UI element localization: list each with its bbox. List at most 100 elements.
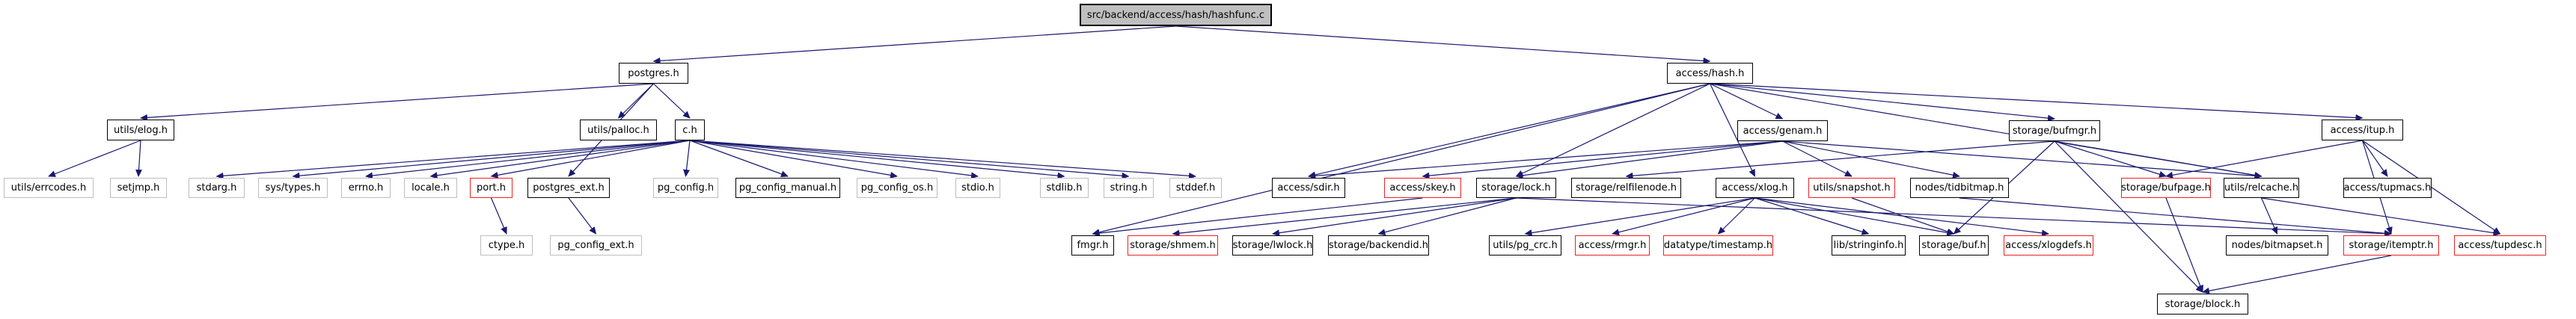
edge-c_h-errno_h: [365, 140, 691, 179]
edge-postgres_h-utils_elog_h: [140, 83, 654, 121]
edge-postgres_h-c_h: [653, 83, 691, 119]
node-nodes_bitmapset_h[interactable]: nodes/bitmapset.h: [2226, 235, 2328, 255]
edge-utils_elog_h-setjmp_h: [135, 140, 143, 177]
node-sys_types_h: sys/types.h: [258, 178, 328, 198]
node-lib_stringinfo_h[interactable]: lib/stringinfo.h: [1832, 235, 1906, 255]
node-storage_block_h[interactable]: storage/block.h: [2157, 294, 2248, 315]
node-access_rmgr_h[interactable]: access/rmgr.h: [1575, 235, 1650, 255]
edge-c_h-stdarg_h: [215, 140, 691, 179]
node-ctype_h: ctype.h: [480, 235, 533, 255]
edge-c_h-port_h: [490, 140, 691, 179]
edge-access_itup_h-storage_bufpage_h: [2165, 140, 2363, 179]
node-setjmp_h: setjmp.h: [110, 178, 167, 198]
edge-storage_lock_h-storage_lwlock_h: [1272, 197, 1517, 237]
edge-access_hash_h-fmgr_h: [1092, 83, 1710, 236]
node-storage_shmem_h[interactable]: storage/shmem.h: [1128, 235, 1218, 255]
edge-utils_relcache_h-nodes_bitmapset_h: [2260, 197, 2278, 235]
node-access_xlogdefs_h[interactable]: access/xlogdefs.h: [2004, 235, 2093, 255]
node-utils_snapshot_h[interactable]: utils/snapshot.h: [1808, 178, 1895, 198]
edge-utils_elog_h-utils_errcodes_h: [48, 140, 141, 177]
node-utils_pg_crc_h[interactable]: utils/pg_crc.h: [1489, 235, 1561, 255]
edge-storage_lock_h-storage_backendid_h: [1377, 197, 1517, 236]
node-pg_config_os_h: pg_config_os.h: [857, 178, 937, 198]
edge-c_h-string_h: [689, 140, 1130, 179]
node-access_sdir_h[interactable]: access/sdir.h: [1272, 178, 1345, 198]
node-access_tupdesc_h[interactable]: access/tupdesc.h: [2454, 235, 2546, 255]
node-c_h[interactable]: c.h: [675, 120, 705, 140]
edge-storage_bufmgr_h-utils_relcache_h: [2054, 140, 2263, 179]
node-access_itup_h[interactable]: access/itup.h: [2322, 120, 2403, 140]
edge-access_hash_h-storage_lock_h: [1515, 83, 1710, 177]
node-string_h: string.h: [1104, 178, 1154, 198]
edge-storage_lock_h-storage_itemptr_h: [1516, 197, 2392, 238]
edge-access_xlog_h-access_rmgr_h: [1612, 197, 1755, 236]
node-stdio_h: stdio.h: [955, 178, 1000, 198]
node-stdarg_h: stdarg.h: [189, 178, 245, 198]
node-storage_buf_h[interactable]: storage/buf.h: [1919, 235, 1989, 255]
node-postgres_h[interactable]: postgres.h: [619, 63, 688, 84]
node-postgres_ext_h[interactable]: postgres_ext.h: [527, 178, 610, 198]
node-port_h[interactable]: port.h: [470, 178, 513, 198]
node-locale_h: locale.h: [404, 178, 457, 198]
edge-access_hash_h-access_genam_h: [1710, 83, 1784, 120]
edge-access_xlog_h-datatype_timestamp_h: [1717, 197, 1755, 235]
node-access_skey_h[interactable]: access/skey.h: [1384, 178, 1461, 198]
edge-utils_snapshot_h-storage_buf_h: [1851, 197, 1955, 235]
edge-access_genam_h-utils_snapshot_h: [1782, 140, 1853, 177]
edges: [48, 25, 2501, 294]
node-utils_elog_h[interactable]: utils/elog.h: [107, 120, 174, 140]
node-storage_relfilenode_h[interactable]: storage/relfilenode.h: [1571, 178, 1681, 198]
edge-c_h-stddef_h: [689, 140, 1196, 179]
edge-c_h-sys_types_h: [292, 140, 691, 179]
edge-storage_itemptr_h-storage_block_h: [2202, 255, 2392, 294]
node-datatype_timestamp_h[interactable]: datatype/timestamp.h: [1663, 235, 1773, 255]
edge-access_genam_h-access_skey_h: [1422, 140, 1783, 179]
edge-storage_bufmgr_h-storage_relfilenode_h: [1625, 140, 2055, 179]
node-pg_config_h: pg_config.h: [653, 178, 718, 198]
edge-hashfunc_c-postgres_h: [652, 25, 1176, 64]
edge-access_genam_h-access_sdir_h: [1308, 140, 1783, 179]
node-nodes_tidbitmap_h[interactable]: nodes/tidbitmap.h: [1910, 178, 2009, 198]
node-storage_bufmgr_h[interactable]: storage/bufmgr.h: [2009, 120, 2100, 141]
edge-storage_bufmgr_h-storage_block_h: [2054, 140, 2203, 293]
node-errno_h: errno.h: [341, 178, 391, 198]
edge-access_xlog_h-utils_pg_crc_h: [1524, 197, 1755, 237]
node-utils_relcache_h[interactable]: utils/relcache.h: [2224, 178, 2299, 198]
edge-access_hash_h-access_xlog_h: [1709, 83, 1756, 177]
edge-storage_lock_h-storage_shmem_h: [1172, 197, 1517, 237]
edge-c_h-pg_config_h: [683, 140, 691, 177]
edge-access_xlog_h-lib_stringinfo_h: [1754, 197, 1870, 235]
node-storage_backendid_h[interactable]: storage/backendid.h: [1328, 235, 1429, 255]
edge-access_genam_h-nodes_tidbitmap_h: [1782, 140, 1960, 179]
edge-access_genam_h-utils_relcache_h: [1782, 140, 2263, 179]
node-storage_itemptr_h[interactable]: storage/itemptr.h: [2343, 235, 2439, 255]
node-access_genam_h[interactable]: access/genam.h: [1737, 120, 1828, 141]
edge-c_h-pg_config_manual_h: [689, 140, 789, 178]
node-access_hash_h[interactable]: access/hash.h: [1667, 63, 1753, 84]
edge-utils_relcache_h-access_tupdesc_h: [2261, 197, 2501, 237]
edge-storage_bufpage_h-storage_block_h: [2165, 197, 2203, 293]
node-access_tupmacs_h[interactable]: access/tupmacs.h: [2343, 178, 2432, 198]
edge-access_xlog_h-storage_buf_h: [1754, 197, 1955, 236]
node-stdlib_h: stdlib.h: [1040, 178, 1089, 198]
node-access_xlog_h[interactable]: access/xlog.h: [1716, 178, 1794, 198]
edge-postgres_ext_h-pg_config_ext_h: [568, 197, 597, 235]
edge-access_skey_h-fmgr_h: [1092, 197, 1423, 237]
node-pg_config_ext_h: pg_config_ext.h: [550, 235, 642, 255]
node-storage_lwlock_h[interactable]: storage/lwlock.h: [1232, 235, 1313, 255]
node-storage_lock_h[interactable]: storage/lock.h: [1476, 178, 1556, 198]
node-utils_palloc_h[interactable]: utils/palloc.h: [580, 120, 657, 140]
edge-c_h-locale_h: [429, 140, 691, 179]
node-stddef_h: stddef.h: [1169, 178, 1222, 198]
node-utils_errcodes_h: utils/errcodes.h: [4, 178, 94, 198]
node-storage_bufpage_h[interactable]: storage/bufpage.h: [2121, 178, 2211, 198]
edge-storage_bufmgr_h-storage_bufpage_h: [2054, 140, 2167, 178]
edge-access_hash_h-access_itup_h: [1710, 83, 2364, 122]
edge-access_itup_h-access_tupmacs_h: [2362, 140, 2388, 177]
node-pg_config_manual_h[interactable]: pg_config_manual.h: [735, 178, 840, 198]
edge-c_h-pg_config_os_h: [689, 140, 898, 179]
edge-access_genam_h-storage_lock_h: [1515, 140, 1783, 179]
node-fmgr_h[interactable]: fmgr.h: [1071, 235, 1114, 255]
